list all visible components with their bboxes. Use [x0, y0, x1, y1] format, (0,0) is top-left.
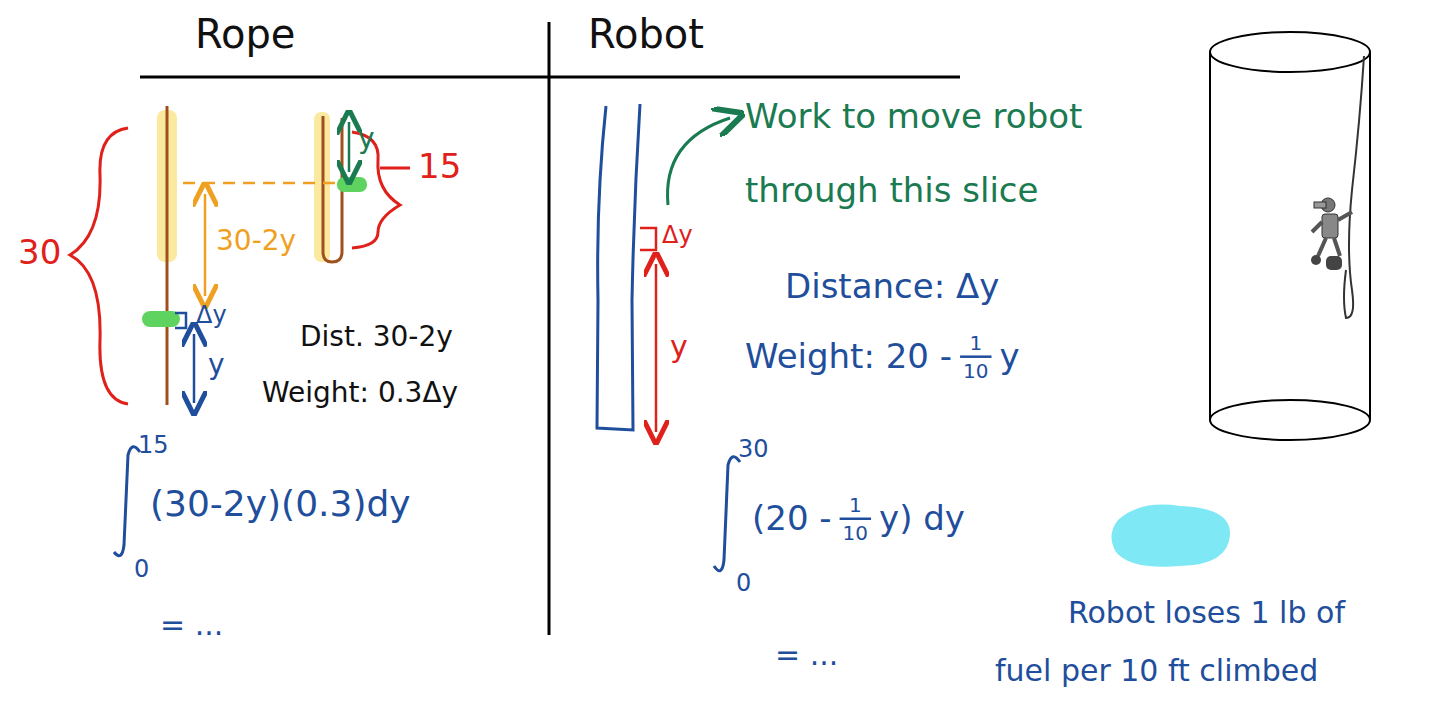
heading: Robot [588, 12, 704, 56]
dimension: 30 [18, 234, 61, 271]
slice-bracket [640, 228, 656, 250]
variable: Δy [662, 222, 693, 248]
variable: y [358, 124, 375, 155]
integrand: (20 - [752, 500, 832, 537]
slice-bracket [175, 313, 186, 328]
leader-line [380, 167, 410, 170]
dimension-arrow [348, 122, 351, 172]
integral-limit: 0 [736, 570, 751, 596]
note: Work to move robot [745, 98, 1082, 135]
dimension: 15 [418, 148, 461, 185]
marker [337, 177, 367, 192]
fraction-bar [840, 517, 871, 520]
cylinder [1209, 52, 1211, 420]
erased-mark [1111, 505, 1230, 567]
fraction-bar [960, 355, 991, 358]
integral-limit: 15 [138, 432, 169, 458]
note: Dist. 30-2y [300, 322, 453, 353]
marker [142, 311, 180, 327]
variable: y [670, 330, 688, 363]
dimension-arrow [204, 194, 207, 296]
table-divider [548, 22, 551, 635]
result: = ... [160, 608, 223, 641]
dimension-arrow [193, 334, 196, 403]
fraction-numerator: 1 [969, 332, 982, 354]
integrand: y) dy [879, 500, 965, 537]
variable: y [208, 350, 225, 381]
fraction-denominator: 10 [963, 360, 988, 382]
cylinder [1369, 52, 1371, 420]
note: Distance: Δy [785, 268, 999, 305]
note: Weight: 20 - [745, 338, 952, 375]
note: Weight: 0.3Δy [262, 378, 458, 409]
cylinder [1210, 32, 1370, 72]
fraction-numerator: 1 [849, 494, 862, 516]
fraction-denominator: 10 [843, 522, 868, 544]
integral-limit: 0 [134, 556, 149, 582]
dimension-arrow [655, 264, 658, 432]
cylinder [1210, 400, 1370, 440]
brace [70, 128, 128, 404]
result: = ... [775, 638, 838, 671]
note: fuel per 10 ft climbed [995, 654, 1318, 687]
note: Robot loses 1 lb of [1068, 596, 1345, 629]
rope [166, 106, 169, 405]
shaft [597, 104, 640, 430]
leader-arrow [668, 118, 730, 205]
variable: Δy [196, 302, 227, 328]
note: y [1000, 338, 1020, 375]
integral-limit: 30 [738, 436, 769, 462]
dashed-line [183, 182, 336, 185]
integrand: (30-2y)(0.3)dy [150, 484, 411, 524]
note: through this slice [745, 172, 1038, 209]
dimension: 30-2y [216, 226, 296, 257]
robot-illustration [1311, 198, 1352, 270]
heading: Rope [195, 12, 295, 56]
rope [1344, 56, 1364, 318]
integral-sign [114, 447, 140, 556]
integral-sign [714, 457, 740, 571]
